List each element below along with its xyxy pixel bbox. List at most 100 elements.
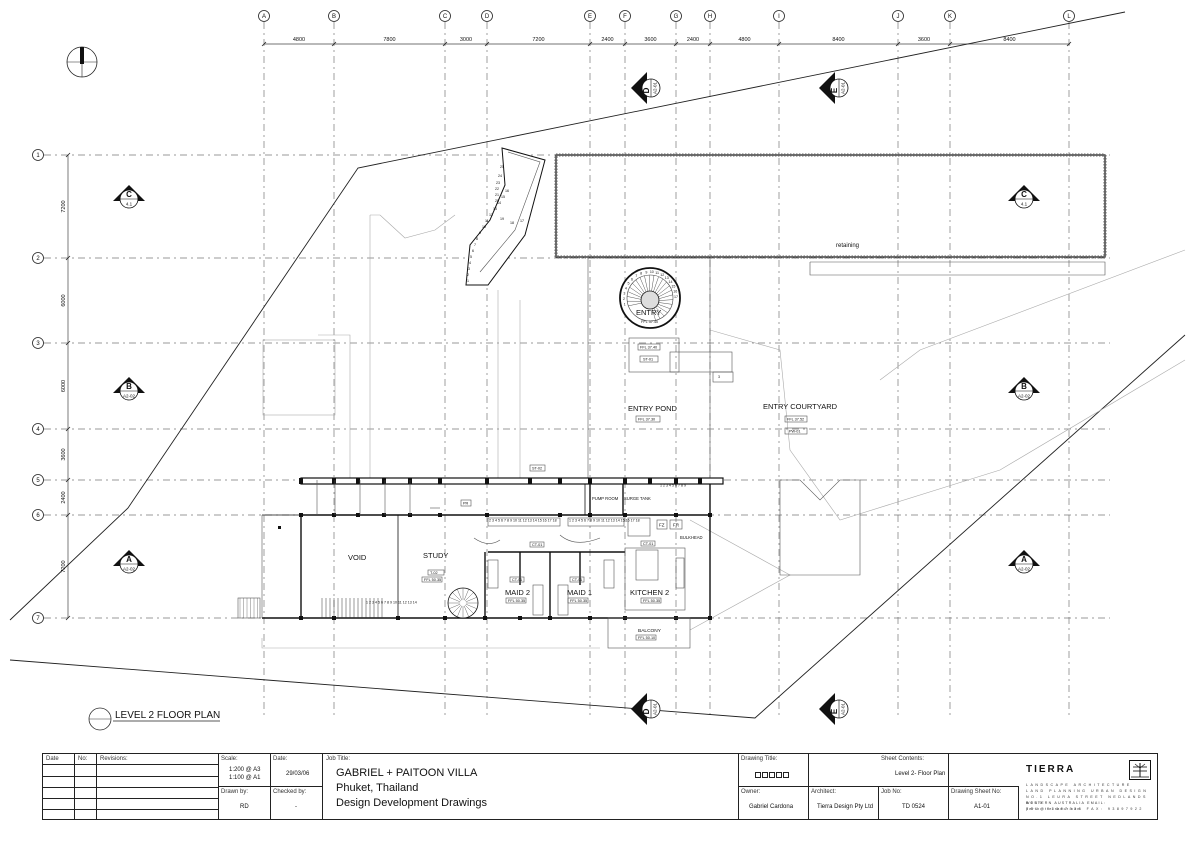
spiral-tread [627,291,642,298]
grid-bubble-2 [32,252,44,264]
upper-stair-step-number: 10 [482,225,486,229]
section-marker-b-3: BA2-02 [1008,377,1040,401]
section-marker-c-1: C4.1 [1008,185,1040,209]
grid-bubble-A [258,10,270,22]
tb-scale-label: Scale: [221,756,238,762]
stair-numbers-corridor-left: 2 3 4 5 6 7 8 9 10 11 12 13 14 15 16 17 … [489,519,557,523]
grid-bubble-H [704,10,716,22]
small-spiral-tread [464,604,474,614]
dim-col-2: 3000 [460,37,472,43]
dim-tick-row-2 [65,340,71,346]
dim-tick-row-0 [65,152,71,158]
spiral-step-number: 2 [623,297,625,301]
spiral-tread [653,276,659,292]
grid-label-J: J [897,14,900,20]
upper-stair-step-number: 9 [479,231,481,235]
spiral-tread [658,294,673,299]
spiral-step-number: 17 [674,295,678,299]
dim-tick-col-7 [707,41,713,47]
spiral-tread [654,278,664,293]
grid-label-B: B [332,14,336,20]
column-post [332,478,336,484]
spiral-tread [651,308,656,321]
upper-stair-step-number: 19 [500,217,504,221]
dim-tick-row-4 [65,477,71,483]
dim-col-9: 3600 [918,37,930,43]
room-label-entry: ENTRY [636,308,661,317]
room-label-fz: FZ [659,523,665,528]
upper-stair-step-number: 14 [497,201,501,205]
section-ref: A2-01 [841,703,846,716]
tb-drawing-title-boxes [755,772,790,780]
tag-pr: PR [463,502,469,506]
company-line-3: NO.1 LEURA STREET NEDLANDS 6009 [1026,795,1148,805]
grid-label-H: H [708,14,712,20]
grid-bubble-5 [32,474,44,486]
tag-ct01-c: CT-01 [512,578,522,582]
tb-date-label-2: Date: [273,756,288,762]
grid-label-A: A [262,14,266,20]
grid-label-7: 7 [36,616,40,622]
grid-bubble-C [439,10,451,22]
upper-stair-step-number: 4 [469,261,471,265]
upper-stair-step-number: 17 [520,219,524,223]
tb-sheet-contents-value: Level 2- Floor Plan [895,771,946,777]
spiral-tread [656,305,668,313]
dim-row-1: 6000 [61,294,67,306]
tb-sheet-no-label: Drawing Sheet No: [951,789,1002,795]
upper-stair-step-number: 15 [501,195,505,199]
company-name: TIERRA [1026,764,1076,775]
small-spiral-tread [452,604,462,614]
grid-label-K: K [948,14,952,20]
spiral-tread [632,283,644,295]
grid-bubble-L [1063,10,1075,22]
upper-stair-step-number: 6 [472,249,474,253]
grid-label-F: F [623,14,627,20]
tb-job-title-2: Phuket, Thailand [336,782,419,794]
grid-bubble-3 [32,337,44,349]
column-post [623,478,627,484]
small-spiral-tread [449,603,461,609]
section-marker-a-4: AA2-02 [113,550,145,574]
room-label-kitchen2: KITCHEN 2 [630,588,669,597]
upper-stair-step-number: 2 [467,273,469,277]
tag-ct01-a: CT-01 [532,543,542,547]
spiral-tread [653,307,661,319]
spiral-tread [656,281,667,294]
section-letter: D [642,87,651,93]
upper-stair-step-number: 20 [495,199,499,203]
dim-col-1: 7800 [383,37,395,43]
tb-job-title-1: GABRIEL + PAITOON VILLA [336,767,478,779]
room-label-void: VOID [348,553,367,562]
dim-col-4: 2400 [601,37,613,43]
dim-col-10: 8400 [1003,37,1015,43]
upper-stair-step-number: 5 [470,255,472,259]
upper-stair-step-number: 22 [495,187,499,191]
tag-balcony-ffl: FFL 50.10 [638,636,655,640]
upper-stair-step-number: 21 [495,193,499,197]
tb-sheet-contents-label: Sheet Contents: [881,756,925,762]
column-post [299,478,303,484]
section-letter: C [1021,190,1027,199]
upper-stair-step-number: 7 [474,243,476,247]
grid-label-5: 5 [36,478,40,484]
stair-numbers-pump: 1 2 3 4 5 6 7 8 9 [660,484,686,488]
dim-row-3: 3600 [61,448,67,460]
tb-checked-value: - [295,804,297,810]
section-letter: A [1021,555,1027,564]
grid-bubble-7 [32,612,44,624]
room-label-balcony: BALCONY [638,628,662,634]
tb-job-no-value: TD 0524 [902,804,926,810]
section-letter: B [126,382,132,391]
grid-bubble-K [944,10,956,22]
tierra-logo-icon [1129,760,1151,780]
grid-label-4: 4 [36,427,40,433]
company-line-2: LAND PLANNING URBAN DESIGN [1026,789,1149,793]
site-boundary [9,11,1186,719]
company-line-5: TEL: 93897933 FAX: 93897922 [1026,807,1144,811]
grid-label-D: D [485,14,490,20]
